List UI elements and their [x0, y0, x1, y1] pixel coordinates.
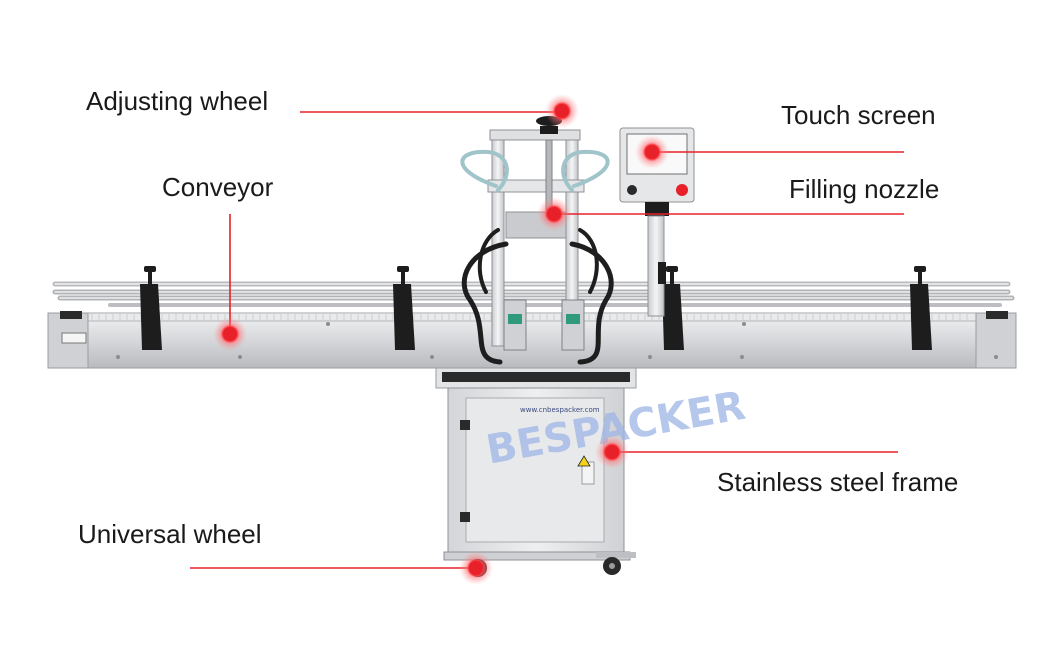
- cabinet-url-text: www.cnbespacker.com: [520, 406, 600, 414]
- label-touch-screen: Touch screen: [781, 100, 936, 130]
- callout-dots: [213, 94, 669, 585]
- label-conveyor: Conveyor: [162, 172, 274, 202]
- cabinet-frame: [435, 367, 637, 577]
- conveyor-guide-rails: [52, 281, 1015, 307]
- label-adjusting-wheel: Adjusting wheel: [86, 86, 269, 116]
- label-universal-wheel: Universal wheel: [78, 519, 262, 549]
- conveyor-body: [47, 311, 1017, 369]
- label-filling-nozzle: Filling nozzle: [789, 174, 940, 204]
- hoses: [460, 149, 614, 365]
- label-stainless-steel-frame: Stainless steel frame: [717, 467, 959, 497]
- callout-lines: [190, 111, 904, 569]
- rail-brackets: [140, 266, 932, 350]
